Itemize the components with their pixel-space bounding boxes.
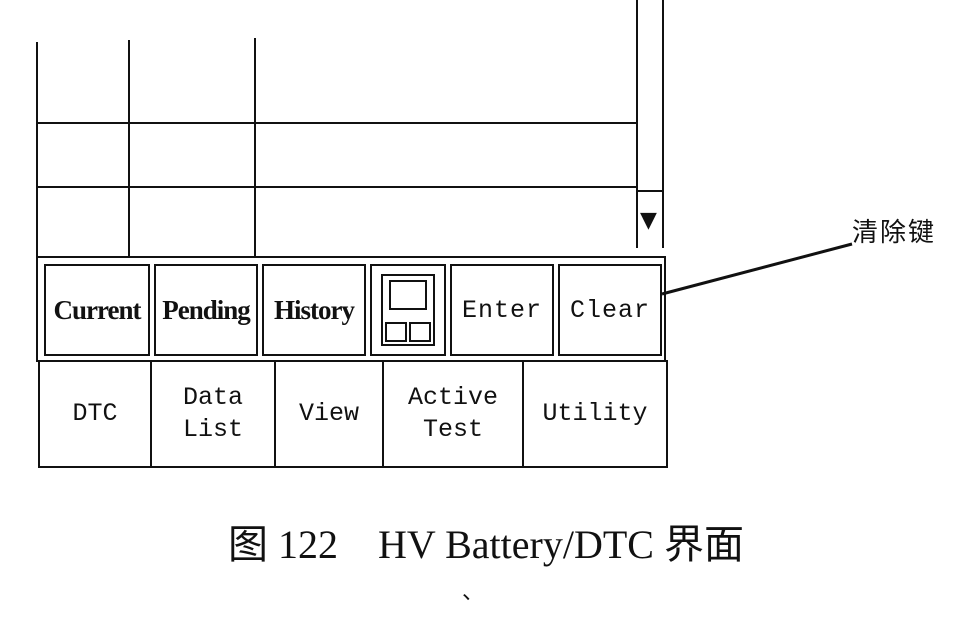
table-cell[interactable]: [256, 124, 634, 184]
clear-button-label: Clear: [569, 295, 650, 325]
layout-grid-icon: [377, 270, 439, 350]
function-button-bar: Current Pending History Enter Clear: [36, 256, 666, 362]
nav-active-test-label: Active Test: [407, 383, 498, 444]
arrow-down-icon: ▼: [640, 208, 657, 233]
table-cell[interactable]: [38, 188, 126, 254]
dtc-table-area: ▼: [36, 0, 666, 258]
clear-button[interactable]: Clear: [558, 264, 662, 356]
pending-button-label: Pending: [162, 294, 251, 325]
history-button[interactable]: History: [262, 264, 366, 356]
nav-dtc-label: DTC: [72, 399, 118, 428]
nav-dtc-button[interactable]: DTC: [40, 362, 152, 466]
stray-mark: 、: [462, 580, 485, 605]
nav-data-list-button[interactable]: Data List: [152, 362, 276, 466]
table-cell[interactable]: [130, 124, 252, 184]
nav-view-button[interactable]: View: [276, 362, 384, 466]
table-cell[interactable]: [38, 124, 126, 184]
table-border-left: [36, 42, 38, 258]
nav-view-label: View: [298, 399, 359, 428]
figure-caption: 图 122 HV Battery/DTC 界面: [228, 522, 744, 567]
layout-button[interactable]: [370, 264, 446, 356]
table-cell[interactable]: [256, 188, 634, 254]
dtc-table: [36, 0, 636, 258]
table-cell[interactable]: [38, 44, 126, 120]
nav-active-test-button[interactable]: Active Test: [384, 362, 524, 466]
enter-button[interactable]: Enter: [450, 264, 554, 356]
current-button-label: Current: [53, 294, 142, 325]
nav-utility-label: Utility: [542, 399, 648, 428]
table-row-divider: [36, 122, 636, 124]
bottom-nav-bar: DTC Data List View Active Test Utility: [38, 360, 668, 468]
table-cell[interactable]: [256, 44, 634, 120]
table-column-divider: [254, 38, 256, 258]
enter-button-label: Enter: [461, 295, 542, 325]
pending-button[interactable]: Pending: [154, 264, 258, 356]
current-button[interactable]: Current: [44, 264, 150, 356]
table-row-divider: [36, 186, 636, 188]
nav-utility-button[interactable]: Utility: [524, 362, 666, 466]
nav-data-list-label: Data List: [182, 383, 243, 444]
table-column-divider: [128, 40, 130, 258]
callout-label: 清除键: [852, 218, 937, 248]
history-button-label: History: [274, 294, 355, 325]
scroll-down-button[interactable]: ▼: [636, 190, 664, 236]
vertical-scrollbar[interactable]: ▼: [636, 0, 664, 248]
table-cell[interactable]: [130, 188, 252, 254]
table-cell[interactable]: [130, 44, 252, 120]
